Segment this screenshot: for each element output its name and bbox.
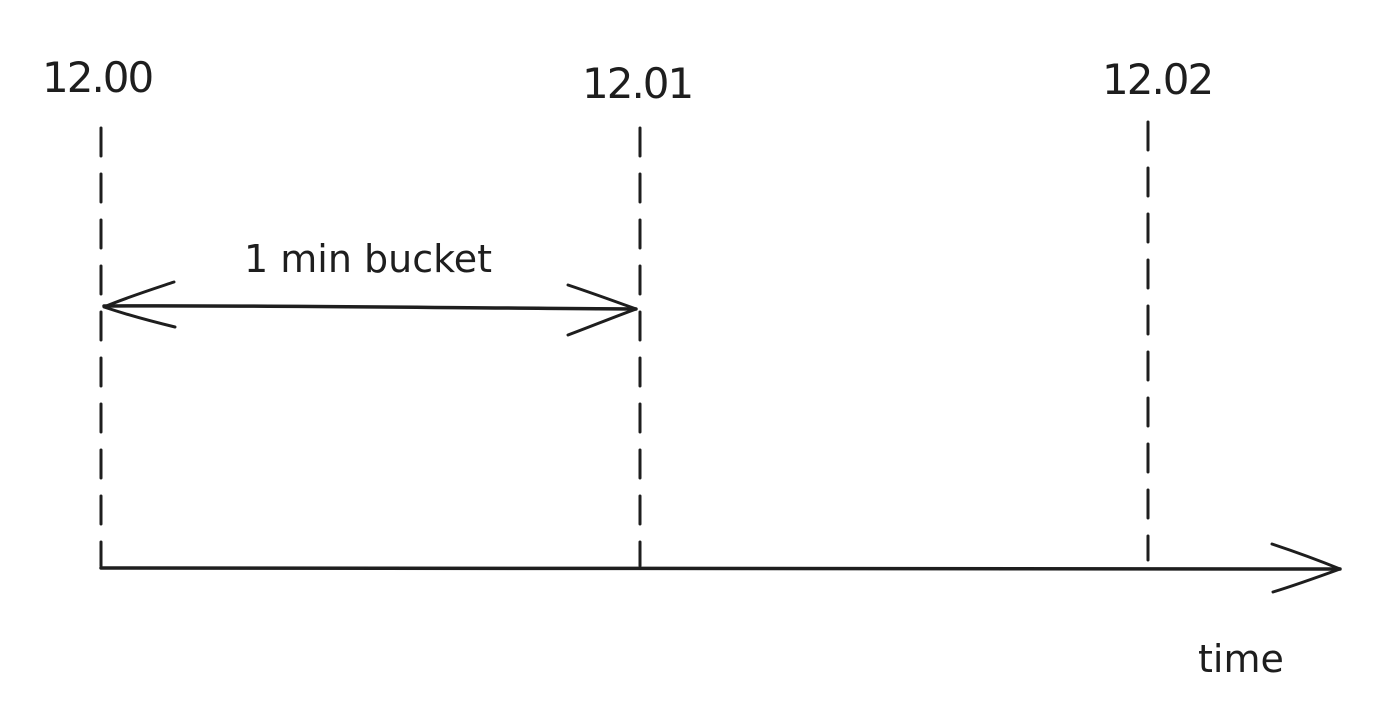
bucket-arrow-left-head <box>102 280 177 329</box>
bucket-arrow <box>102 280 638 337</box>
bucket-arrow-right-head <box>566 283 638 337</box>
tick-label-12-01: 12.01 <box>582 59 692 108</box>
bucket-label: 1 min bucket <box>244 237 492 281</box>
tick-label-12-02: 12.02 <box>1102 55 1212 104</box>
time-axis-label: time <box>1198 637 1284 681</box>
time-axis <box>99 542 1342 594</box>
time-axis-arrowhead <box>1270 542 1342 594</box>
bucket-arrow-shaft <box>102 304 638 311</box>
tick-label-12-00: 12.00 <box>42 53 152 102</box>
time-axis-line <box>99 566 1342 571</box>
